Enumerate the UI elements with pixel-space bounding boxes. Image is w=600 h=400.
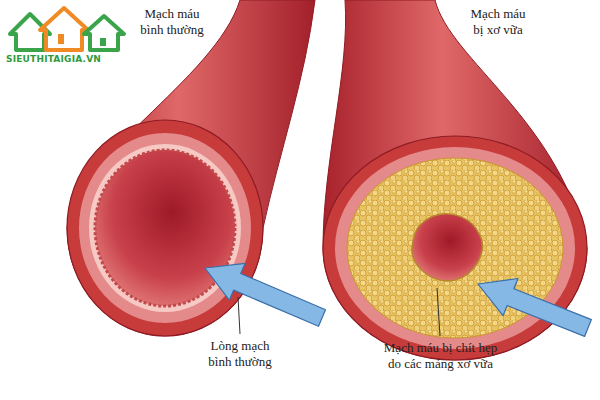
label-holder: Mạch máu bị chít hẹp do các mảng xơ vữa [378,340,503,371]
vessel-caption: Mạch máu bị xơ vữa [470,6,526,37]
vessel-intima [89,144,241,312]
narrowed-lumen [412,214,482,281]
leader-line [437,288,440,336]
logo [10,8,124,50]
plaque-caption: Mạch máu bị chít hẹp do các mảng xơ vữa [378,340,503,371]
vessel-outer-wall [323,136,587,360]
vessel-caption: Mạch máu bình thường [138,6,206,37]
flow-arrow [478,279,591,337]
logo-window [100,38,106,46]
normal-lumen [95,150,235,306]
vessel-outer-wall [67,120,263,336]
label-holder: Lòng mạch bình thường [206,338,274,369]
lumen-caption: Lòng mạch bình thường [206,338,274,369]
logo-house [84,16,124,50]
label-holder: Mạch máu bị xơ vữa [470,6,526,37]
normal-vessel [67,0,315,336]
leader-line [238,297,240,334]
logo-house [40,8,88,50]
flow-arrow [205,263,326,326]
label-holder: SIEUTHITAIGIA.VN [6,54,136,65]
vessel-body [67,0,315,336]
label-holder: Mạch máu bình thường [138,6,206,37]
watermark: SIEUTHITAIGIA.VN [6,54,136,65]
logo-window [58,34,64,44]
